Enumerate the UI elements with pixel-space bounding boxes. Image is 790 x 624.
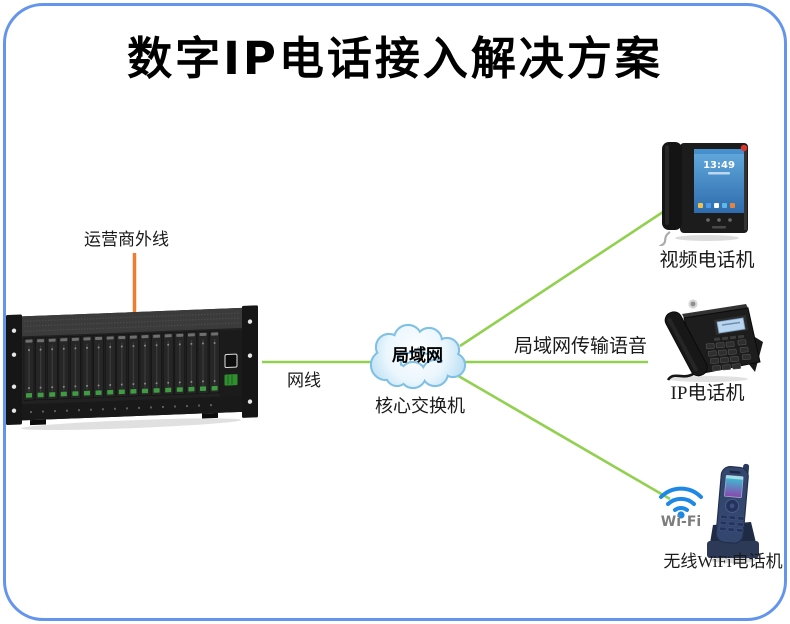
lan-cloud	[369, 323, 467, 390]
wifi-badge-label: Wi-Fi	[660, 514, 702, 530]
video-phone-illustration: 13:49	[658, 142, 748, 246]
video-phone-label: 视频电话机	[659, 250, 755, 271]
cloud-to-wifi-phone-line	[454, 372, 671, 501]
network-cable-label: 网线	[287, 371, 321, 390]
video-phone-clock: 13:49	[703, 160, 735, 171]
ip-phone-label: IP电话机	[670, 383, 745, 404]
page-title: 数字IP电话接入解决方案	[127, 32, 663, 85]
core-switch-label: 核心交换机	[375, 396, 465, 416]
wifi-phone-label: 无线WiFi电话机	[663, 552, 783, 571]
ip-phone-illustration	[664, 299, 763, 382]
wifi-phone-illustration	[707, 463, 759, 563]
cloud-to-video-phone-line	[459, 204, 673, 348]
lan-voice-label: 局域网传输语音	[514, 336, 648, 357]
carrier-line-label: 运营商外线	[84, 230, 169, 249]
pbx-rack-illustration	[6, 305, 258, 431]
lan-cloud-label: 局域网	[392, 346, 443, 366]
wifi-icon	[659, 486, 703, 519]
